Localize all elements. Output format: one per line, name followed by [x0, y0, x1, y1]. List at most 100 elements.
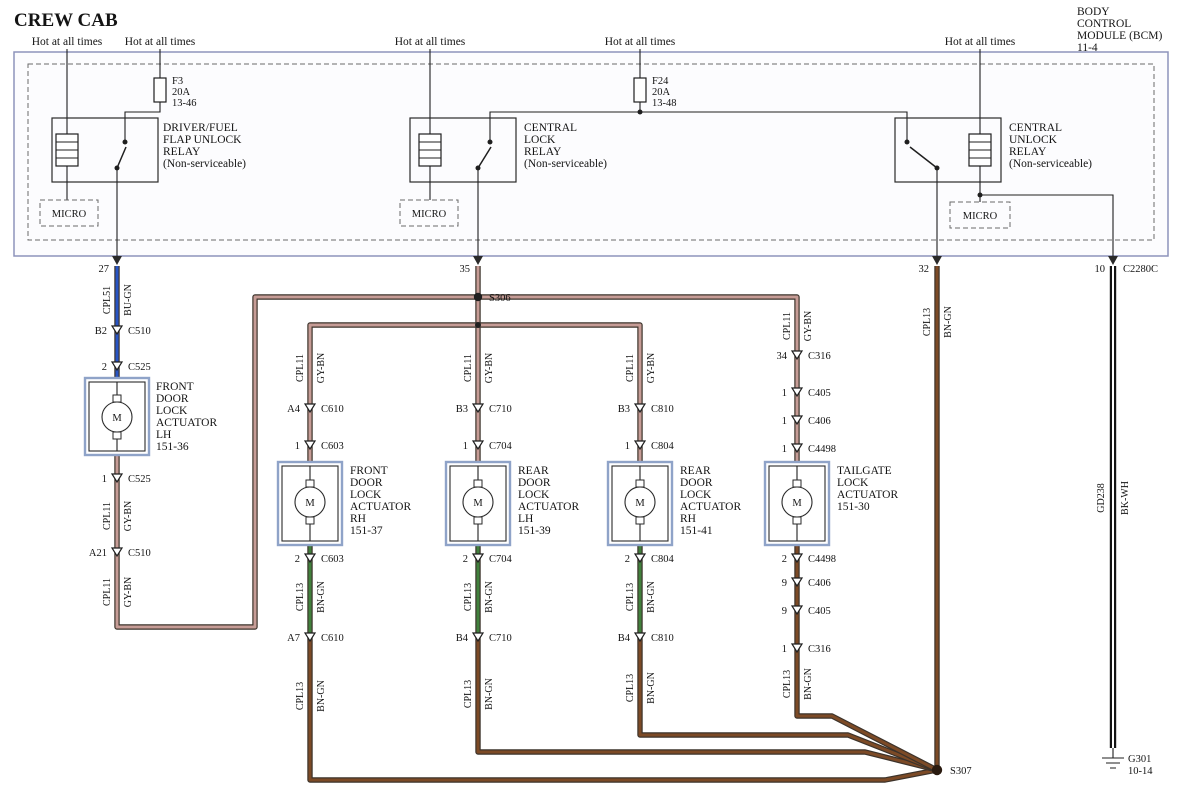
fuse-page: 13-48	[652, 98, 677, 109]
actuator-label-line: 151-41	[680, 525, 713, 537]
wire-label-ground: GD238 BK-WH	[1096, 481, 1131, 515]
motor-symbol	[294, 486, 326, 518]
switch-blade	[116, 146, 127, 169]
pin-27-label: 27	[99, 264, 110, 275]
motor-terminal	[792, 516, 802, 525]
wire-color-label: BK-WH	[1120, 481, 1131, 515]
motor-terminal	[473, 479, 483, 488]
pin-27-symbol	[112, 256, 122, 265]
connector-c804-2: 2 C804	[625, 553, 675, 565]
connector-symbol	[790, 553, 804, 564]
connector-c4498-1: 1 C4498	[782, 443, 836, 455]
actuator-label-line: DOOR	[518, 477, 551, 489]
connector-symbol	[790, 577, 804, 588]
bcm-pins: 27 35 32 10 C2280C	[99, 256, 1158, 275]
fuse-name: F3	[172, 76, 183, 87]
connector-pin-label: A7	[287, 633, 300, 644]
connector-name-label: C405	[808, 388, 831, 399]
connector-name-label: C804	[651, 441, 675, 452]
relay-label-line: UNLOCK	[1009, 134, 1058, 146]
wire-color-label: BU-GN	[123, 284, 134, 316]
coil-winding	[419, 141, 441, 159]
motor-symbol	[101, 401, 133, 433]
connector-c710-b4: B4 C710	[456, 632, 512, 644]
connector-pin-label: B3	[456, 404, 468, 415]
connector-c510-a21: A21 C510	[89, 547, 151, 559]
connector-name-label: C316	[808, 644, 831, 655]
connector-pin-label: A4	[287, 404, 301, 415]
connector-pin-label: B3	[618, 404, 630, 415]
connector-c603-2: 2 C603	[295, 553, 344, 565]
coil-winding	[56, 141, 78, 159]
bcm-label-line: BODY	[1077, 6, 1110, 18]
connector-pin-label: 1	[463, 441, 468, 452]
motor-label: M	[792, 498, 802, 509]
connector-c603-1: 1 C603	[295, 440, 344, 452]
actuator-front-door-lh: M FRONT DOOR LOCK ACTUATOR LH 151-36	[83, 376, 217, 457]
pin-35-symbol	[473, 256, 483, 265]
motor-label: M	[305, 498, 315, 509]
wire-circuit-label: GD238	[1096, 483, 1107, 512]
connector-pin-label: 1	[102, 474, 107, 485]
connector-c406-9: 9 C406	[782, 577, 831, 589]
wire-circuit-label: CPL51	[102, 286, 113, 314]
wire-color-label: GY-BN	[123, 577, 134, 608]
connector-symbol	[110, 325, 124, 336]
relay-box	[409, 117, 517, 183]
wire-circuit-label: CPL13	[922, 308, 933, 336]
connector-symbol	[303, 553, 317, 564]
actuator-label-line: DOOR	[156, 393, 189, 405]
wire-label-tailgate-top: CPL11 GY-BN	[782, 311, 814, 342]
actuator-label-line: 151-39	[518, 525, 551, 537]
actuator-rear-door-rh: M REAR DOOR LOCK ACTUATOR RH 151-41	[606, 460, 741, 547]
relay-box	[894, 117, 1002, 183]
relay-label-line: FLAP UNLOCK	[163, 134, 242, 146]
actuator-label-line: LOCK	[518, 489, 550, 501]
actuator-label-line: FRONT	[350, 465, 388, 477]
wire-label-front-rh-green: CPL13 BN-GN	[295, 581, 327, 613]
fuse-symbol	[153, 77, 167, 103]
actuator-rear-door-lh: M REAR DOOR LOCK ACTUATOR LH 151-39	[444, 460, 579, 547]
wire-color-label: GY-BN	[316, 353, 327, 384]
connector-pin-label: B2	[95, 326, 107, 337]
motor-terminal	[792, 479, 802, 488]
actuator-label-line: REAR	[680, 465, 711, 477]
connector-pin-label: A21	[89, 548, 107, 559]
connector-name-label: C710	[489, 404, 512, 415]
connector-pin-label: 1	[295, 441, 300, 452]
micro-label: MICRO	[412, 209, 447, 220]
wire-color-label: BN-GN	[803, 668, 814, 700]
connector-symbol	[790, 350, 804, 361]
wire-color-label: BN-GN	[316, 680, 327, 712]
motor-terminal	[305, 516, 315, 525]
connector-name-label: C510	[128, 548, 151, 559]
wire-gy-bn-s306-tailgate	[478, 294, 800, 462]
connector-name-label: C603	[321, 554, 344, 565]
wire-label-tailgate-brown: CPL13 BN-GN	[782, 668, 814, 700]
connector-symbol	[110, 547, 124, 558]
actuator-label-line: ACTUATOR	[518, 501, 579, 513]
connector-c810-b3: B3 C810	[618, 403, 674, 415]
wire-underlay	[475, 637, 938, 773]
switch-blade	[477, 146, 492, 169]
bcm-inner-dashed-box	[27, 63, 1155, 241]
wire-label-left-low: CPL11 GY-BN	[102, 577, 134, 608]
wire-color-label: GY-BN	[646, 353, 657, 384]
connector-symbol	[633, 440, 647, 451]
hot-label-1: Hot at all times	[32, 36, 103, 48]
actuator-label-line: ACTUATOR	[680, 501, 741, 513]
fuse-rating: 20A	[172, 87, 191, 98]
relay-central-unlock: CENTRAL UNLOCK RELAY (Non-serviceable)	[894, 117, 1114, 258]
relay-label-line: CENTRAL	[524, 122, 577, 134]
connector-name-label: C4498	[808, 444, 836, 455]
relay-driver-fuel-flap-unlock: DRIVER/FUEL FLAP UNLOCK RELAY (Non-servi…	[51, 117, 246, 258]
actuator-label-line: FRONT	[156, 381, 194, 393]
page-title: CREW CAB	[14, 10, 118, 31]
connector-pin-label: 1	[782, 416, 787, 427]
splice-s307-dot	[931, 764, 943, 776]
feed-line-relay2-switch	[489, 111, 640, 142]
wire-gy-bn-front-lh-return	[114, 294, 478, 630]
actuator-label-line: TAILGATE	[837, 465, 892, 477]
micro-outline	[39, 199, 99, 227]
pin-32-label: 32	[919, 264, 930, 275]
